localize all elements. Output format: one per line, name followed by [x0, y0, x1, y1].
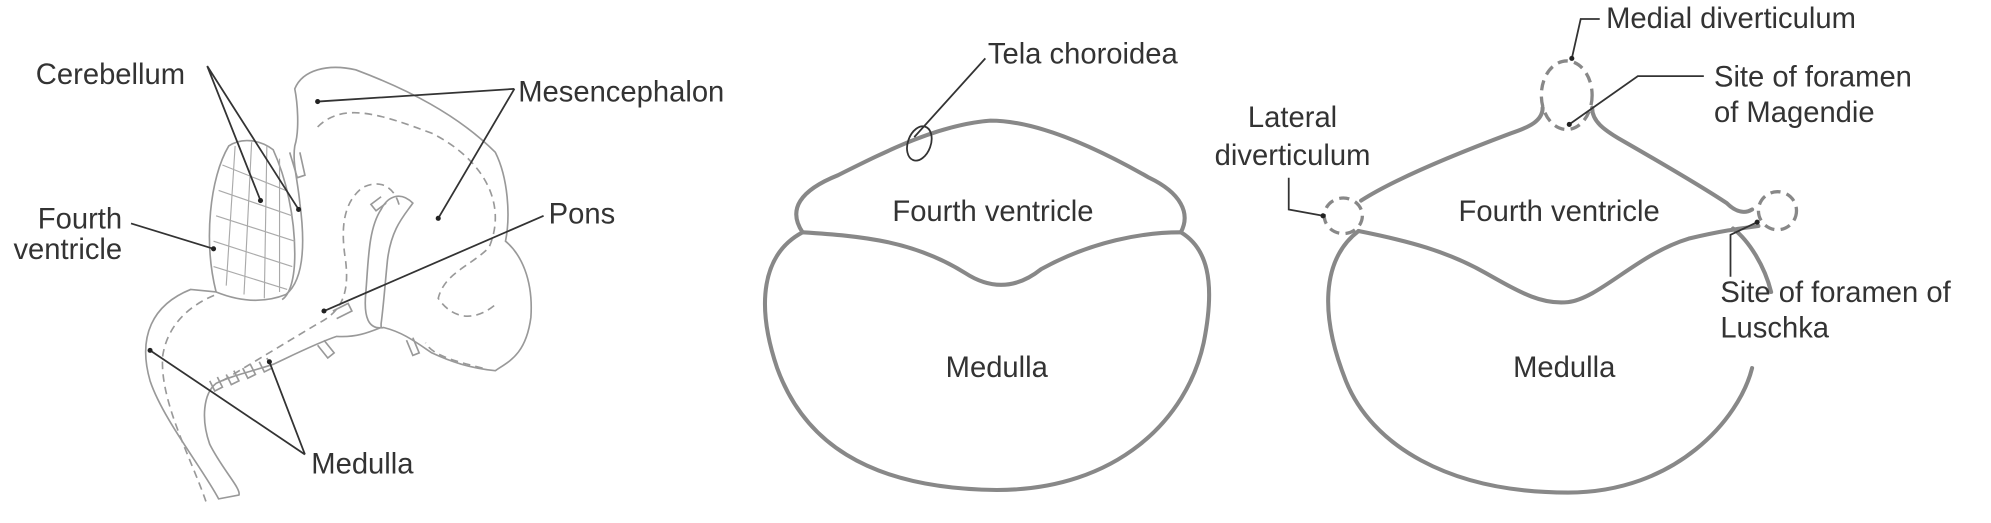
luschka-leader — [1729, 221, 1758, 277]
label-luschka-1: Site of foramen of — [1720, 277, 1951, 309]
cerebellum-outline — [208, 139, 296, 301]
label-fourth: Fourth — [38, 203, 122, 235]
fourth-ventricle-leader — [130, 222, 214, 250]
medial-leader — [1570, 18, 1600, 59]
label-ventricle: ventricle — [13, 234, 122, 266]
label-magendie-1: Site of foramen — [1714, 61, 1912, 93]
brainstem-outline — [144, 66, 533, 500]
ventricle-roof-right — [1359, 105, 1755, 214]
lateral-diverticulum-right-dashed — [1756, 190, 1799, 232]
tela-hatching — [213, 142, 295, 299]
label-mesencephalon: Mesencephalon — [518, 77, 724, 109]
label-magendie-2: of Magendie — [1714, 97, 1875, 129]
label-fourth-ventricle-right: Fourth ventricle — [1459, 196, 1660, 228]
ventricle-roof — [794, 118, 1187, 235]
cross-section-tela-figure: Tela choroidea Fourth ventricle Medulla — [762, 38, 1212, 493]
brainstem-sagittal-figure: Cerebellum Mesencephalon Fourth ventricl… — [13, 59, 724, 502]
label-fourth-ventricle-mid: Fourth ventricle — [892, 196, 1093, 228]
ventricle-floor-right — [1356, 223, 1761, 305]
label-medulla-mid: Medulla — [946, 352, 1049, 384]
tela-ring — [906, 125, 933, 162]
lateral-leader — [1287, 177, 1324, 217]
label-tela: Tela choroidea — [988, 38, 1179, 70]
label-medial-diverticulum: Medial diverticulum — [1606, 3, 1856, 35]
central-canal-dashed — [161, 111, 497, 502]
magendie-leader — [1568, 75, 1704, 126]
cross-section-foramina-figure: Medial diverticulum Site of foramen of M… — [1215, 3, 1952, 495]
label-pons: Pons — [549, 198, 616, 230]
lateral-diverticulum-left-dashed — [1322, 196, 1365, 236]
tela-leader — [913, 57, 987, 138]
medial-diverticulum-dashed — [1539, 59, 1594, 132]
label-cerebellum: Cerebellum — [36, 59, 185, 91]
cerebellum-leader — [206, 65, 300, 210]
medulla-leader — [149, 349, 306, 456]
label-lateral-2: diverticulum — [1215, 140, 1371, 172]
pons-leader — [323, 214, 544, 312]
mesencephalon-leader — [317, 87, 516, 219]
label-lateral-1: Lateral — [1248, 102, 1337, 134]
label-luschka-2: Luschka — [1720, 313, 1829, 345]
medulla-outline — [762, 230, 1212, 493]
label-medulla-right: Medulla — [1513, 352, 1616, 384]
label-medulla: Medulla — [311, 448, 414, 480]
ventricle-floor — [800, 230, 1183, 287]
cranial-nerve-roots — [208, 152, 421, 393]
